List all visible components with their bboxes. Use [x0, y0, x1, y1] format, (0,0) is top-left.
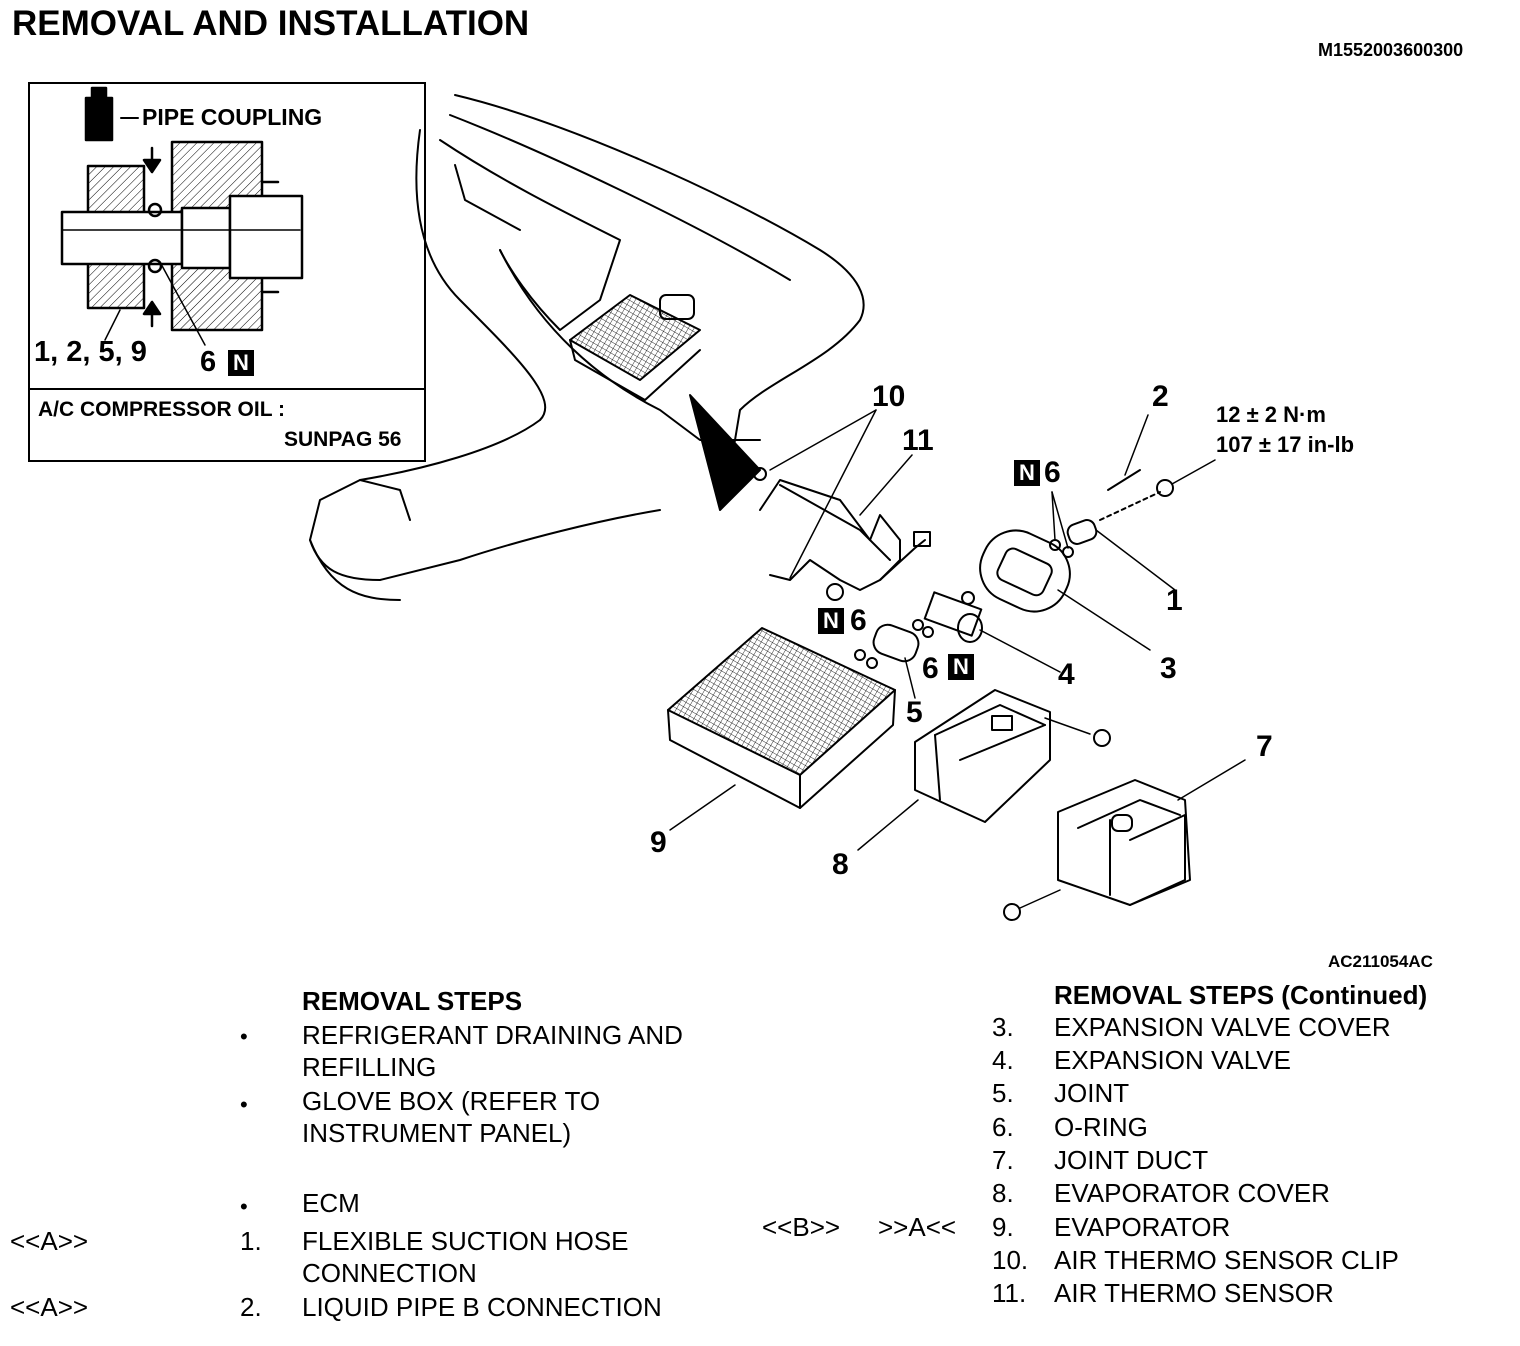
step-number: 5. [992, 1078, 1014, 1108]
step-liquid-pipe: LIQUID PIPE B CONNECTION [302, 1292, 662, 1322]
step-number: 1. [240, 1226, 262, 1256]
step-number: 8. [992, 1178, 1014, 1208]
callout-6: 6 [850, 604, 867, 637]
step-evaporator-cover: EVAPORATOR COVER [1054, 1178, 1330, 1208]
step-ref-b: <<B>> [762, 1212, 841, 1242]
step-suction-hose-cont: CONNECTION [302, 1258, 477, 1288]
step-air-thermo-sensor: AIR THERMO SENSOR [1054, 1278, 1334, 1308]
callout-8: 8 [832, 848, 849, 881]
pipe-coupling-label: PIPE COUPLING [142, 104, 323, 130]
torque-imperial: 107 ± 17 in-lb [1216, 432, 1355, 457]
air-thermo-sensor-wire [753, 409, 931, 601]
callout-11: 11 [902, 424, 934, 457]
callout-10: 10 [872, 380, 906, 413]
step-ecm: ECM [302, 1188, 360, 1218]
evaporator-cover-part [857, 689, 1111, 851]
callout-5: 5 [906, 696, 923, 729]
inset-oring-label: 6 [200, 346, 217, 378]
oil-label: A/C COMPRESSOR OIL : [38, 398, 285, 421]
step-number: 7. [992, 1145, 1014, 1175]
step-number: 11. [992, 1278, 1027, 1308]
step-expansion-valve-cover: EXPANSION VALVE COVER [1054, 1012, 1391, 1042]
step-ref: <<A>> [10, 1292, 89, 1322]
step-refrigerant: REFRIGERANT DRAINING AND [302, 1020, 683, 1050]
callout-6: 6 [1044, 456, 1061, 489]
step-number: 2. [240, 1292, 262, 1322]
step-air-thermo-sensor-clip: AIR THERMO SENSOR CLIP [1054, 1245, 1399, 1275]
step-number: 10. [992, 1245, 1029, 1275]
inset-parts-label: 1, 2, 5, 9 [34, 336, 147, 368]
exploded-view-drawing [60, 86, 1246, 921]
step-joint: JOINT [1054, 1078, 1130, 1108]
callout-7: 7 [1256, 730, 1273, 763]
evaporator-core [667, 627, 896, 831]
new-part-badge: N [818, 608, 844, 634]
new-part-badge: N [948, 654, 974, 680]
callout-3: 3 [1160, 652, 1177, 685]
figure-id: AC211054AC [1328, 952, 1433, 971]
callout-4: 4 [1058, 658, 1075, 691]
bullet: • [240, 1092, 248, 1117]
step-expansion-valve: EXPANSION VALVE [1054, 1045, 1291, 1075]
step-o-ring: O-RING [1054, 1112, 1148, 1142]
new-part-badge: N [1014, 460, 1040, 486]
removal-steps-continued-heading: REMOVAL STEPS (Continued) [1054, 980, 1428, 1010]
joint [854, 623, 920, 699]
step-number: 9. [992, 1212, 1014, 1242]
step-suction-hose: FLEXIBLE SUCTION HOSE [302, 1226, 629, 1256]
inset-divider [30, 388, 424, 390]
step-number: 6. [992, 1112, 1014, 1142]
joint-duct-part [1003, 759, 1246, 921]
bullet: • [240, 1024, 248, 1049]
oil-type: SUNPAG 56 [284, 428, 402, 451]
step-ref-a: >>A<< [878, 1212, 957, 1242]
torque-metric: 12 ± 2 N·m [1216, 402, 1326, 427]
step-number: 3. [992, 1012, 1014, 1042]
page-title: REMOVAL AND INSTALLATION [12, 4, 530, 43]
step-glove-box: GLOVE BOX (REFER TO [302, 1086, 601, 1116]
glove-box [569, 294, 761, 511]
pipe-coupling-inset [28, 82, 426, 462]
step-glove-box-cont: INSTRUMENT PANEL) [302, 1118, 572, 1148]
step-joint-duct: JOINT DUCT [1054, 1145, 1209, 1175]
step-number: 4. [992, 1045, 1014, 1075]
bullet: • [240, 1194, 248, 1219]
expansion-valve-cover [979, 529, 1151, 651]
step-ref: <<A>> [10, 1226, 89, 1256]
callout-9: 9 [650, 826, 667, 859]
document-id: M1552003600300 [1318, 40, 1464, 60]
callout-1: 1 [1166, 584, 1183, 617]
callout-6: 6 [922, 652, 939, 685]
suction-hose-connection [1049, 414, 1216, 591]
step-refrigerant-cont: REFILLING [302, 1052, 437, 1082]
step-evaporator: EVAPORATOR [1054, 1212, 1231, 1242]
instrument-panel-outline [309, 94, 865, 601]
expansion-valve [912, 591, 1061, 673]
removal-steps-heading: REMOVAL STEPS [302, 986, 523, 1016]
callout-2: 2 [1152, 380, 1169, 413]
pipe-coupling-cross-section [60, 86, 304, 346]
new-part-badge: N [228, 350, 254, 376]
